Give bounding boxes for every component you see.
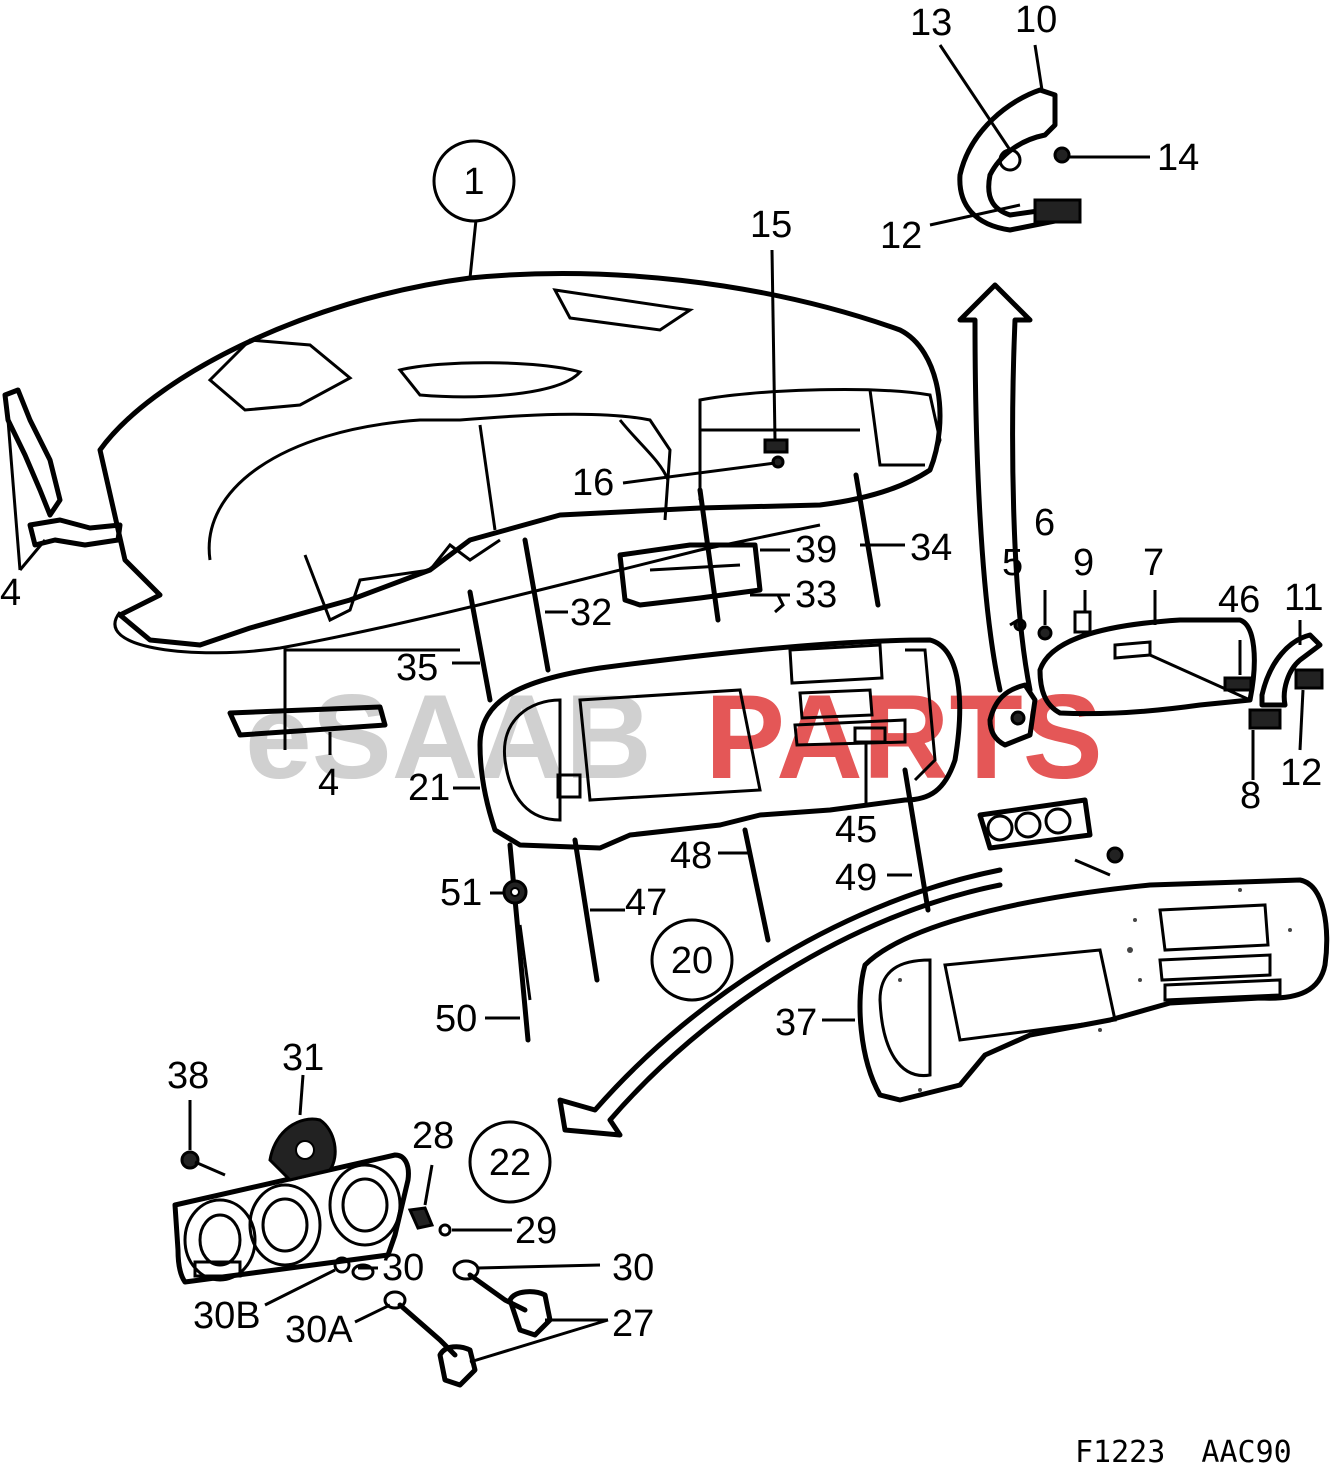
callout-1: 1	[463, 161, 484, 203]
callout-13: 13	[910, 2, 952, 44]
bracket-part	[957, 87, 1082, 233]
heater-control-panel-part	[172, 1117, 553, 1388]
callout-50: 50	[435, 998, 477, 1040]
callout-circle-22	[468, 1120, 552, 1204]
callout-51: 51	[440, 872, 482, 914]
callout-35: 35	[396, 647, 438, 689]
callout-4-strip: 4	[318, 762, 339, 804]
switch-blank	[556, 773, 582, 799]
callout-30B: 30B	[193, 1295, 261, 1337]
callout-46: 46	[1218, 579, 1260, 621]
callout-9: 9	[1073, 542, 1094, 584]
callout-27: 27	[612, 1303, 654, 1345]
clip-12-top	[1033, 198, 1082, 224]
callout-20: 20	[671, 940, 713, 982]
callout-39: 39	[795, 529, 837, 571]
direction-arrows	[557, 282, 1033, 1138]
clip-8	[1248, 708, 1282, 730]
trim-texture	[898, 888, 1292, 1092]
callout-48: 48	[670, 835, 712, 877]
callout-38: 38	[167, 1055, 209, 1097]
clip-12-right	[1294, 668, 1324, 690]
mount-bracket-part	[987, 682, 1038, 748]
callout-22: 22	[489, 1142, 531, 1184]
callout-10: 10	[1015, 0, 1057, 41]
callout-49: 49	[835, 857, 877, 899]
callout-4-left: 4	[0, 572, 21, 614]
part-callouts: 4 4 5 6 7 8 9 10 11 12 12 13 14 15 16 21…	[0, 0, 1323, 1351]
callout-11: 11	[1284, 577, 1323, 619]
callout-34: 34	[910, 527, 952, 569]
callout-47: 47	[625, 882, 667, 924]
callout-circle-1	[432, 139, 516, 223]
callout-12-right: 12	[1280, 752, 1322, 794]
side-panel-part	[1037, 617, 1282, 730]
callout-37: 37	[775, 1002, 817, 1044]
dashboard-top-part	[97, 271, 943, 655]
callout-6: 6	[1034, 502, 1055, 544]
box-part	[617, 542, 763, 608]
callout-8: 8	[1240, 775, 1261, 817]
callout-circle-20	[650, 918, 734, 1002]
callout-5: 5	[1002, 542, 1023, 584]
callout-30-left: 30	[382, 1247, 424, 1289]
clip-9	[1073, 610, 1092, 634]
callout-16: 16	[572, 462, 614, 504]
watermark: eSAAB PARTS	[245, 670, 1103, 804]
small-control-module	[977, 797, 1124, 877]
callout-31: 31	[282, 1037, 324, 1079]
clip-15	[763, 438, 789, 454]
callout-30A: 30A	[285, 1309, 353, 1351]
clip-46	[1223, 676, 1253, 692]
instrument-panel-surround-part	[477, 637, 963, 851]
callout-28: 28	[412, 1115, 454, 1157]
callout-21: 21	[408, 767, 450, 809]
instrument-panel-trim-part	[857, 877, 1330, 1103]
figure-code: F1223 AAC90	[1075, 1435, 1292, 1470]
circled-callouts: 1 20 22	[432, 139, 734, 1204]
callout-32: 32	[570, 592, 612, 634]
callout-29: 29	[515, 1210, 557, 1252]
leader-lines	[6, 44, 1305, 1364]
callout-33: 33	[795, 574, 837, 616]
callout-45: 45	[835, 809, 877, 851]
switch-45	[853, 726, 887, 744]
callout-7: 7	[1143, 542, 1164, 584]
callout-14: 14	[1157, 137, 1199, 179]
fastener-rods	[467, 438, 1253, 1043]
small-bracket-part	[1259, 632, 1324, 708]
callout-15: 15	[750, 204, 792, 246]
callout-30-right: 30	[612, 1247, 654, 1289]
callout-12-top: 12	[880, 215, 922, 257]
